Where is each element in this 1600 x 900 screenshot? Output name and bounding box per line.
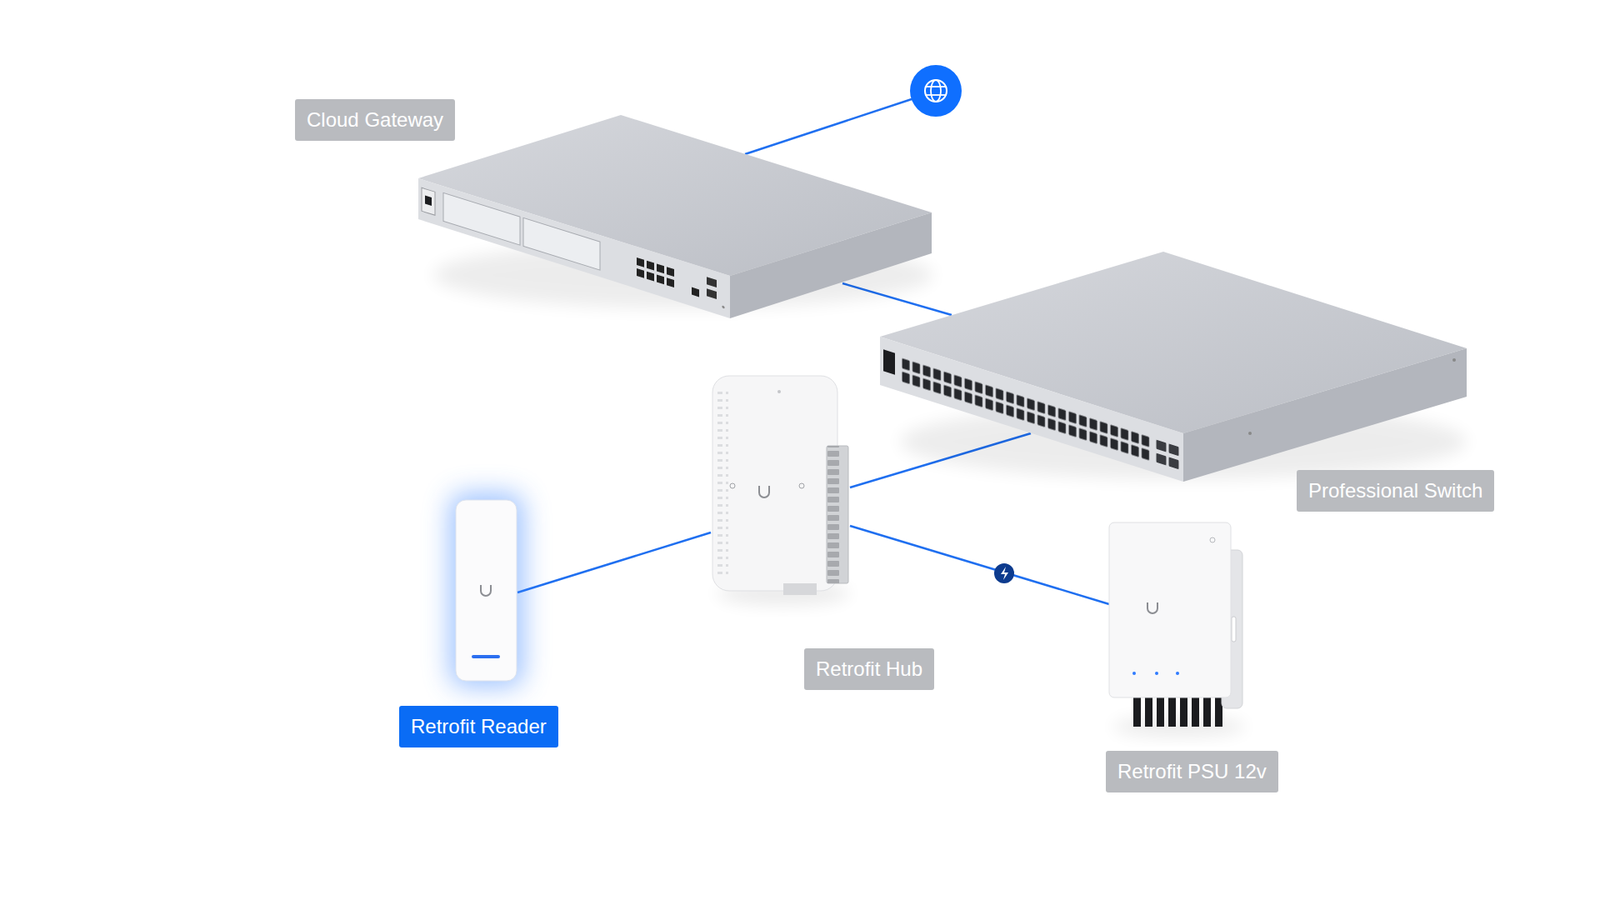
network-link xyxy=(850,525,1110,605)
device-node: Cloud Gateway xyxy=(281,99,932,319)
device-node: Retrofit PSU 12v xyxy=(1069,522,1314,793)
power-icon xyxy=(994,563,1015,584)
device-label: Cloud Gateway xyxy=(295,99,455,141)
device-label: Retrofit Reader xyxy=(399,705,559,748)
gateway-device xyxy=(418,115,932,319)
device-node: Professional Switch xyxy=(880,251,1519,513)
psu-device xyxy=(1109,522,1243,727)
internet-icon xyxy=(910,65,962,117)
switch-device xyxy=(880,251,1467,482)
device-label: Professional Switch xyxy=(1296,470,1495,512)
device-label: Retrofit Hub xyxy=(804,648,935,690)
hub-device xyxy=(712,375,849,595)
internet-link xyxy=(745,97,917,155)
device-node: Retrofit Reader xyxy=(390,500,568,748)
network-link xyxy=(517,532,711,593)
reader-device xyxy=(450,493,524,687)
device-label: Retrofit PSU 12v xyxy=(1105,750,1279,793)
device-node: Retrofit Hub xyxy=(710,375,947,690)
